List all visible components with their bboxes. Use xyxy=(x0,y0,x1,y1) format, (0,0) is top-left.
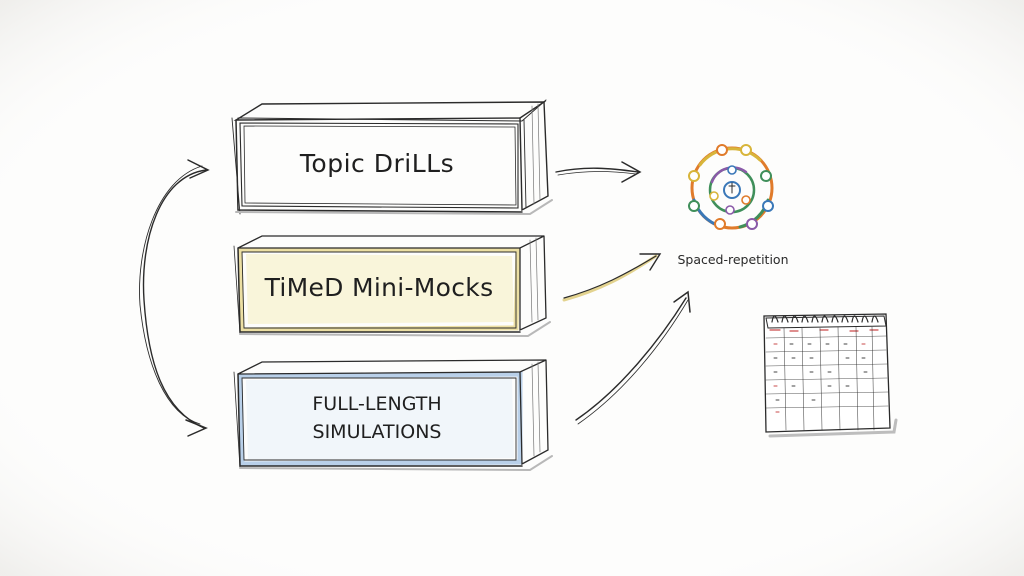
timed-mini-mocks-label: TiMeD Mini-Mocks xyxy=(264,273,494,302)
arrow-from-topic-drills xyxy=(555,161,642,183)
full-length-label-line2: SIMULATIONS xyxy=(312,421,442,443)
full-length-simulations-box xyxy=(233,359,553,472)
topic-drills-label: Topic DriLLs xyxy=(299,149,455,178)
spaced-repetition-label: Spaced-repetition xyxy=(677,252,789,267)
loop-arrow xyxy=(139,159,210,437)
timed-mini-mocks-box xyxy=(233,235,551,338)
topic-drills-box xyxy=(231,99,553,216)
arrow-from-simulations xyxy=(575,290,691,425)
spaced-repetition-cycle-icon xyxy=(688,144,774,230)
arrow-from-mini-mocks xyxy=(562,253,662,302)
full-length-label-line1: FULL-LENGTH xyxy=(312,393,442,415)
full-length-simulations-label: FULL-LENGTH SIMULATIONS xyxy=(244,382,510,458)
calendar-icon xyxy=(763,313,898,438)
